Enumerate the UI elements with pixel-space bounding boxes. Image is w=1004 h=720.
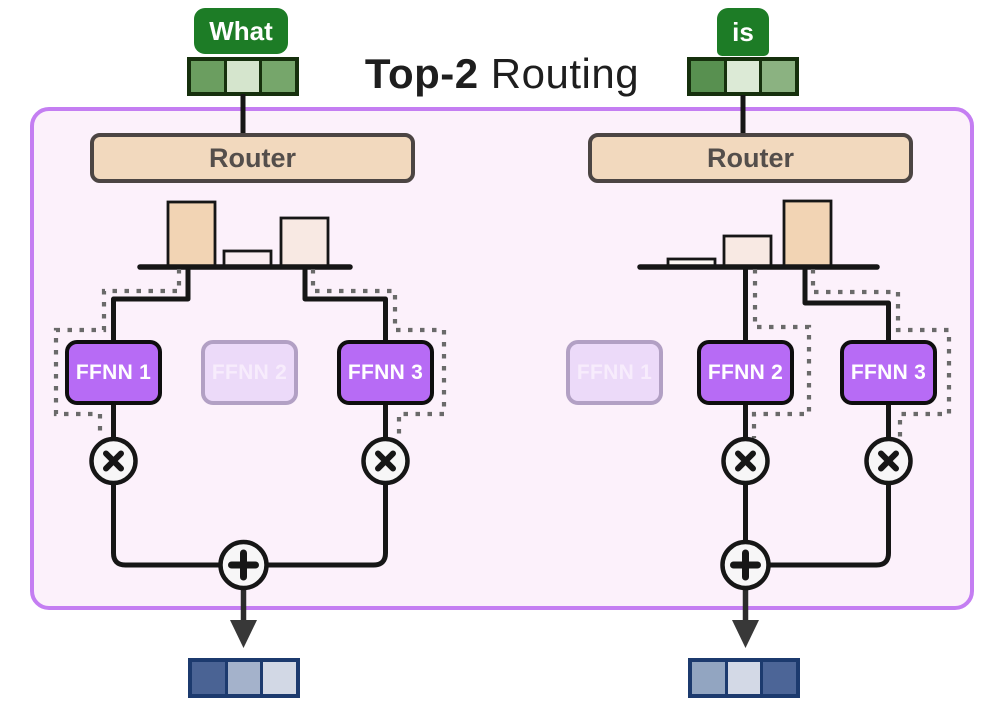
expert-right-ffnn2: FFNN 2: [697, 340, 794, 405]
expert-left-ffnn2: FFNN 2: [201, 340, 298, 405]
embedding-cell: [691, 61, 724, 92]
output-embedding-right: [688, 658, 800, 698]
token-embedding-is: [687, 57, 799, 96]
embedding-cell: [192, 662, 225, 694]
title-bold-segment: Top-2: [364, 50, 479, 97]
router-left: Router: [90, 133, 415, 183]
embedding-cell: [692, 662, 725, 694]
expert-left-ffnn1: FFNN 1: [65, 340, 162, 405]
diagram-title: Top-2 Routing: [0, 50, 1004, 98]
token-badge-what: What: [194, 8, 288, 54]
expert-right-ffnn3: FFNN 3: [840, 340, 937, 405]
embedding-cell: [724, 662, 761, 694]
embedding-cell: [723, 61, 760, 92]
embedding-cell: [224, 662, 261, 694]
title-regular-segment: Routing: [478, 50, 640, 97]
token-badge-is: is: [717, 8, 769, 56]
embedding-cell: [223, 61, 260, 92]
expert-right-ffnn1: FFNN 1: [566, 340, 663, 405]
output-embedding-left: [188, 658, 300, 698]
embedding-cell: [191, 61, 224, 92]
expert-left-ffnn3: FFNN 3: [337, 340, 434, 405]
token-embedding-what: [187, 57, 299, 96]
router-right: Router: [588, 133, 913, 183]
embedding-cell: [760, 662, 797, 694]
embedding-cell: [260, 662, 297, 694]
embedding-cell: [759, 61, 796, 92]
embedding-cell: [259, 61, 296, 92]
